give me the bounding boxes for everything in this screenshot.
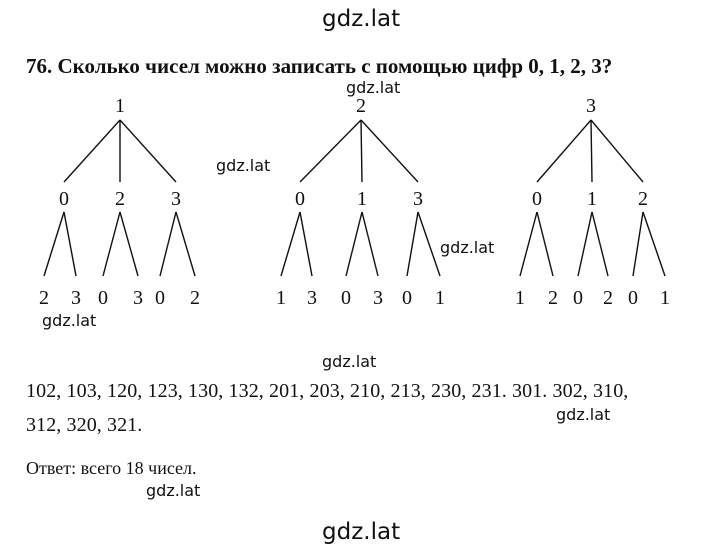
watermark-label: gdz.lat	[556, 405, 611, 424]
tree-edge	[577, 211, 593, 277]
tree-third-digit: 0	[98, 287, 108, 309]
tree-third-digit: 2	[39, 287, 49, 309]
tree-edge	[43, 211, 65, 277]
watermark-label: gdz.lat	[42, 311, 97, 330]
watermark-label: gdz.lat	[146, 481, 201, 500]
tree-second-digit: 3	[171, 188, 181, 210]
tree-edge	[361, 211, 379, 277]
tree-edge	[632, 211, 644, 277]
tree-edge	[417, 211, 441, 277]
tree-edge	[299, 119, 362, 183]
answer: Ответ: всего 18 чисел.	[26, 458, 197, 478]
tree-edge	[360, 119, 363, 183]
tree-third-digit: 1	[515, 287, 525, 309]
tree-second-digit: 1	[357, 188, 367, 210]
tree-edge	[406, 211, 419, 277]
tree-edge	[299, 211, 313, 277]
tree-edge	[519, 211, 538, 277]
tree-second-digit: 2	[115, 188, 125, 210]
tree-edge	[536, 119, 592, 183]
watermark-top: gdz.lat	[322, 6, 401, 32]
tree-third-digit: 0	[573, 287, 583, 309]
watermark-label: gdz.lat	[440, 238, 495, 257]
tree-edge	[280, 211, 301, 277]
tree-edge	[102, 211, 121, 277]
watermark-label: gdz.lat	[216, 156, 271, 175]
problem-question: Сколько чисел можно записать с помощью ц…	[57, 54, 613, 78]
tree-edge	[119, 119, 177, 183]
tree-edge	[536, 211, 554, 277]
watermark-label: gdz.lat	[346, 78, 401, 97]
tree-edge	[642, 211, 666, 277]
tree-second-digit: 0	[59, 188, 69, 210]
watermark-label: gdz.lat	[322, 352, 377, 371]
tree-root-digit: 3	[586, 95, 596, 117]
numbers-line-1: 102, 103, 120, 123, 130, 132, 201, 203, …	[26, 380, 629, 402]
tree-second-digit: 1	[587, 188, 597, 210]
tree-third-digit: 3	[71, 287, 81, 309]
tree-edge	[119, 211, 139, 277]
tree-edge	[590, 119, 593, 183]
tree-second-digit: 0	[295, 188, 305, 210]
tree-second-digit: 0	[532, 188, 542, 210]
tree-third-digit: 1	[660, 287, 670, 309]
problem-number: 76.	[26, 54, 53, 78]
tree-third-digit: 0	[155, 287, 165, 309]
tree-root-digit: 1	[115, 95, 125, 117]
numbers-line-2: 312, 320, 321.	[26, 414, 143, 436]
tree-third-digit: 0	[341, 287, 351, 309]
problem-statement: 76. Сколько чисел можно записать с помощ…	[26, 54, 612, 79]
tree-edge	[591, 211, 609, 277]
tree-root-digit: 2	[356, 95, 366, 117]
tree-third-digit: 3	[373, 287, 383, 309]
tree-edge	[175, 211, 196, 277]
tree-third-digit: 1	[435, 287, 445, 309]
tree-third-digit: 0	[628, 287, 638, 309]
tree-third-digit: 3	[307, 287, 317, 309]
tree-third-digit: 2	[190, 287, 200, 309]
tree-edge	[590, 119, 644, 183]
tree-edge	[63, 211, 77, 277]
tree-third-digit: 1	[276, 287, 286, 309]
watermark-bottom: gdz.lat	[322, 519, 401, 545]
tree-third-digit: 2	[548, 287, 558, 309]
tree-edge	[360, 119, 419, 183]
tree-third-digit: 0	[402, 287, 412, 309]
tree-edge	[159, 211, 177, 277]
tree-second-digit: 3	[413, 188, 423, 210]
tree-edge	[345, 211, 363, 277]
tree-second-digit: 2	[638, 188, 648, 210]
tree-third-digit: 3	[133, 287, 143, 309]
tree-third-digit: 2	[603, 287, 613, 309]
tree-edge	[63, 119, 121, 183]
